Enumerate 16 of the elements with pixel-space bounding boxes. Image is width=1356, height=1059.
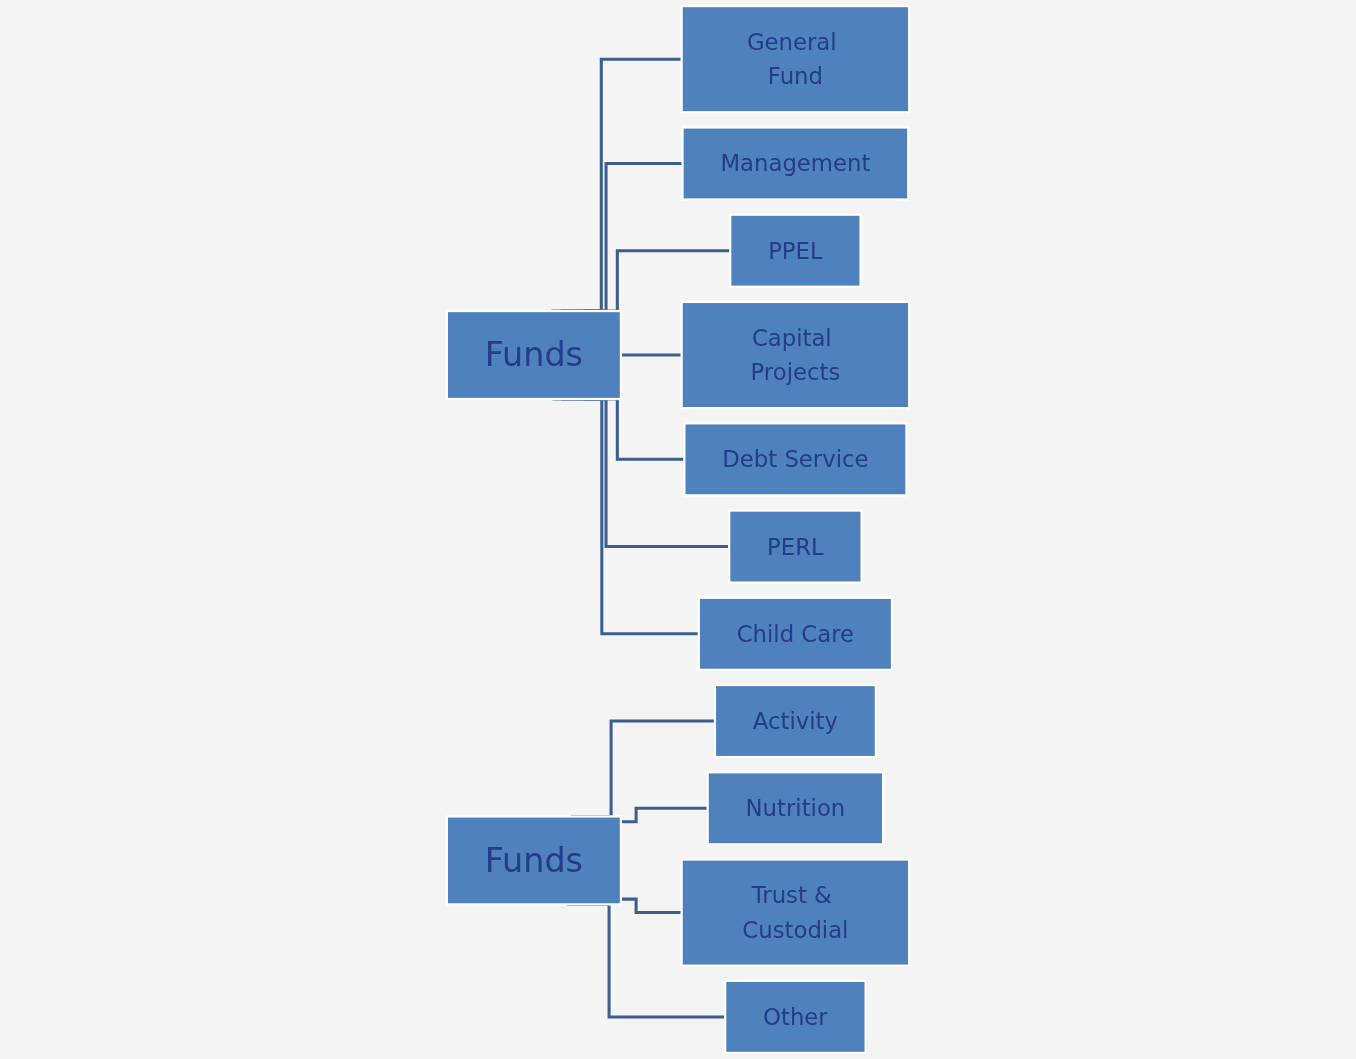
node-box: Capital Projects — [680, 300, 911, 410]
node-box: Other — [724, 979, 867, 1055]
node-box: PPEL — [729, 213, 862, 288]
node-box: Child Care — [697, 596, 894, 671]
node-box: Funds — [445, 815, 623, 906]
node-box: Activity — [713, 683, 878, 759]
connector — [620, 806, 708, 824]
node-box: Debt Service — [683, 422, 908, 497]
connector — [620, 897, 682, 915]
node-box: Management — [681, 126, 910, 201]
connector — [620, 353, 682, 357]
node-box: PERL — [728, 509, 863, 584]
node-box: Funds — [445, 309, 623, 401]
node-box: Trust & Custodial — [680, 858, 911, 967]
node-box: General Fund — [680, 4, 911, 114]
node-box: Nutrition — [706, 771, 885, 846]
